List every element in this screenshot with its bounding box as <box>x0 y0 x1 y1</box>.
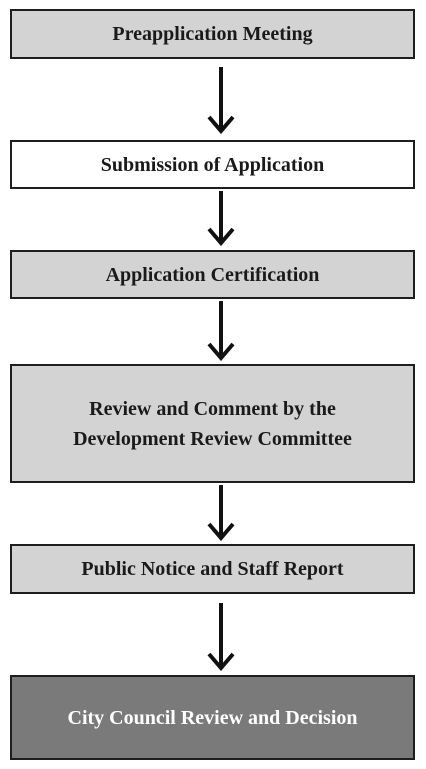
step-development-review-committee: Review and Comment by the Development Re… <box>10 364 415 483</box>
down-arrow-icon <box>206 191 236 246</box>
step-public-notice-and-staff-report: Public Notice and Staff Report <box>10 544 415 594</box>
step-city-council-review-and-decision: City Council Review and Decision <box>10 675 415 760</box>
step-application-certification: Application Certification <box>10 250 415 299</box>
step-label: Application Certification <box>105 263 320 286</box>
step-label: Public Notice and Staff Report <box>81 558 344 580</box>
down-arrow-icon <box>206 301 236 361</box>
down-arrow-icon <box>206 67 236 134</box>
step-submission-of-application: Submission of Application <box>10 140 415 189</box>
step-label: Preapplication Meeting <box>112 23 313 45</box>
step-label: Review and Comment by the Development Re… <box>73 397 352 450</box>
step-preapplication-meeting: Preapplication Meeting <box>10 9 415 59</box>
step-label: City Council Review and Decision <box>67 706 358 729</box>
down-arrow-icon <box>206 603 236 671</box>
down-arrow-icon <box>206 485 236 541</box>
step-label: Submission of Application <box>100 153 325 176</box>
